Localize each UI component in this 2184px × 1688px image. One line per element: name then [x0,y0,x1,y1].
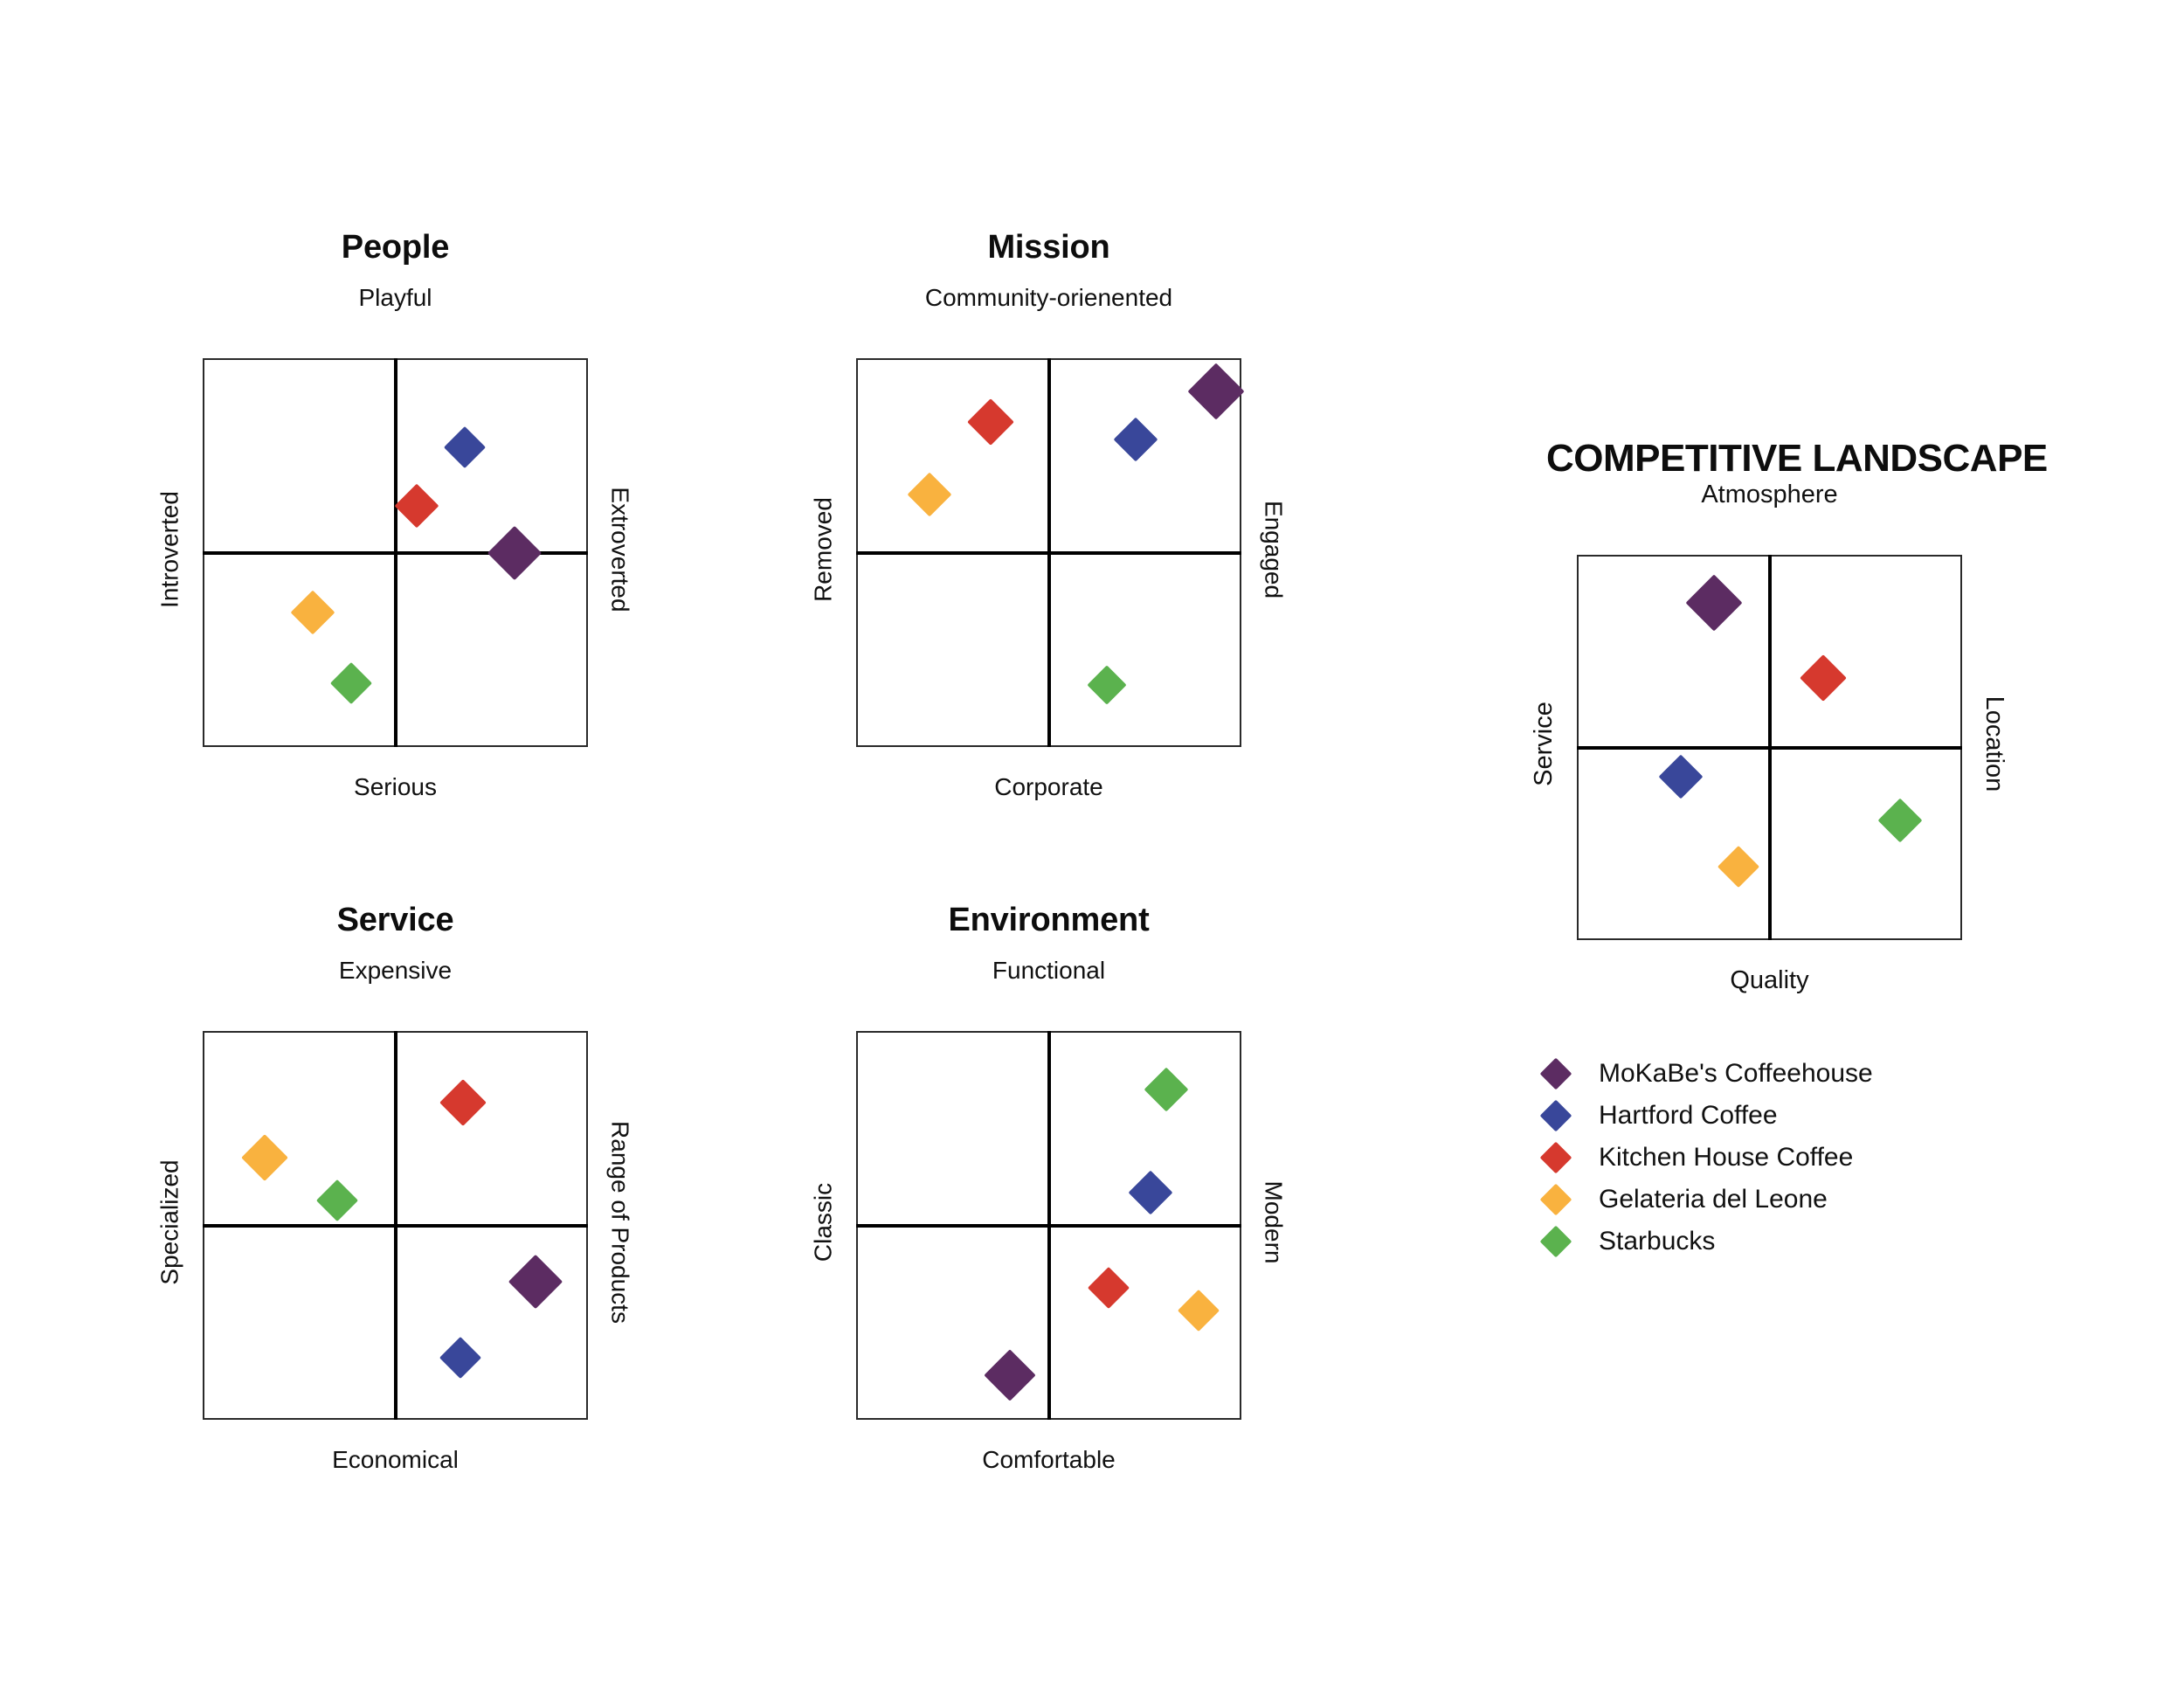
axis-label-right-people: Extroverted [606,487,633,612]
legend-item-0[interactable]: MoKaBe's Coffeehouse [1538,1053,1873,1095]
axis-label-bottom-landscape: Quality [1730,966,1809,994]
legend-item-3[interactable]: Gelateria del Leone [1538,1179,1873,1221]
axis-label-right-landscape: Location [1980,695,2008,792]
axis-label-top-service: Expensive [338,957,453,984]
axis-label-bottom-people: Serious [354,773,437,800]
axis-label-top-environment: Functional [992,957,1106,984]
legend-item-label: Starbucks [1599,1227,1716,1256]
axis-label-right-environment: Modern [1260,1180,1287,1264]
diamond-marker-icon [1539,1057,1572,1090]
axis-label-top-people: Playful [358,284,432,311]
axis-label-bottom-service: Economical [332,1446,459,1473]
legend-item-2[interactable]: Kitchen House Coffee [1538,1137,1873,1179]
quadrant-axis-horizontal-people [203,550,588,555]
legend-item-label: MoKaBe's Coffeehouse [1599,1059,1873,1088]
chart-title-people: People [341,229,450,266]
legend-item-4[interactable]: Starbucks [1538,1221,1873,1263]
legend-item-label: Kitchen House Coffee [1599,1143,1854,1172]
diamond-marker-icon [1539,1225,1572,1258]
diamond-marker-icon [1539,1099,1572,1132]
axis-label-bottom-environment: Comfortable [982,1446,1116,1473]
landscape-title: COMPETITIVE LANDSCAPE [1546,437,2048,480]
axis-label-bottom-mission: Corporate [994,773,1103,800]
chart-title-service: Service [336,902,454,938]
diamond-marker-icon [1539,1141,1572,1174]
axis-label-left-service: Specialized [156,1159,183,1285]
axis-label-top-landscape: Atmosphere [1701,481,1838,508]
axis-label-right-service: Range of Products [606,1120,633,1324]
legend-item-label: Hartford Coffee [1599,1101,1778,1130]
axis-label-right-mission: Engaged [1260,500,1287,598]
chart-title-mission: Mission [987,229,1110,266]
axis-label-left-people: Introverted [156,490,183,608]
axis-label-top-mission: Community-orienented [924,284,1173,311]
chart-title-environment: Environment [948,902,1150,938]
axis-label-left-mission: Removed [809,496,836,602]
quadrant-axis-horizontal-mission [856,550,1241,555]
quadrant-axis-horizontal-landscape [1577,745,1962,750]
axis-label-left-environment: Classic [809,1182,836,1263]
quadrant-axis-horizontal-environment [856,1223,1241,1228]
quadrant-axis-horizontal-service [203,1223,588,1228]
axis-label-left-landscape: Service [1529,702,1558,787]
legend-item-1[interactable]: Hartford Coffee [1538,1095,1873,1137]
diamond-marker-icon [1539,1183,1572,1216]
legend-item-label: Gelateria del Leone [1599,1185,1828,1214]
